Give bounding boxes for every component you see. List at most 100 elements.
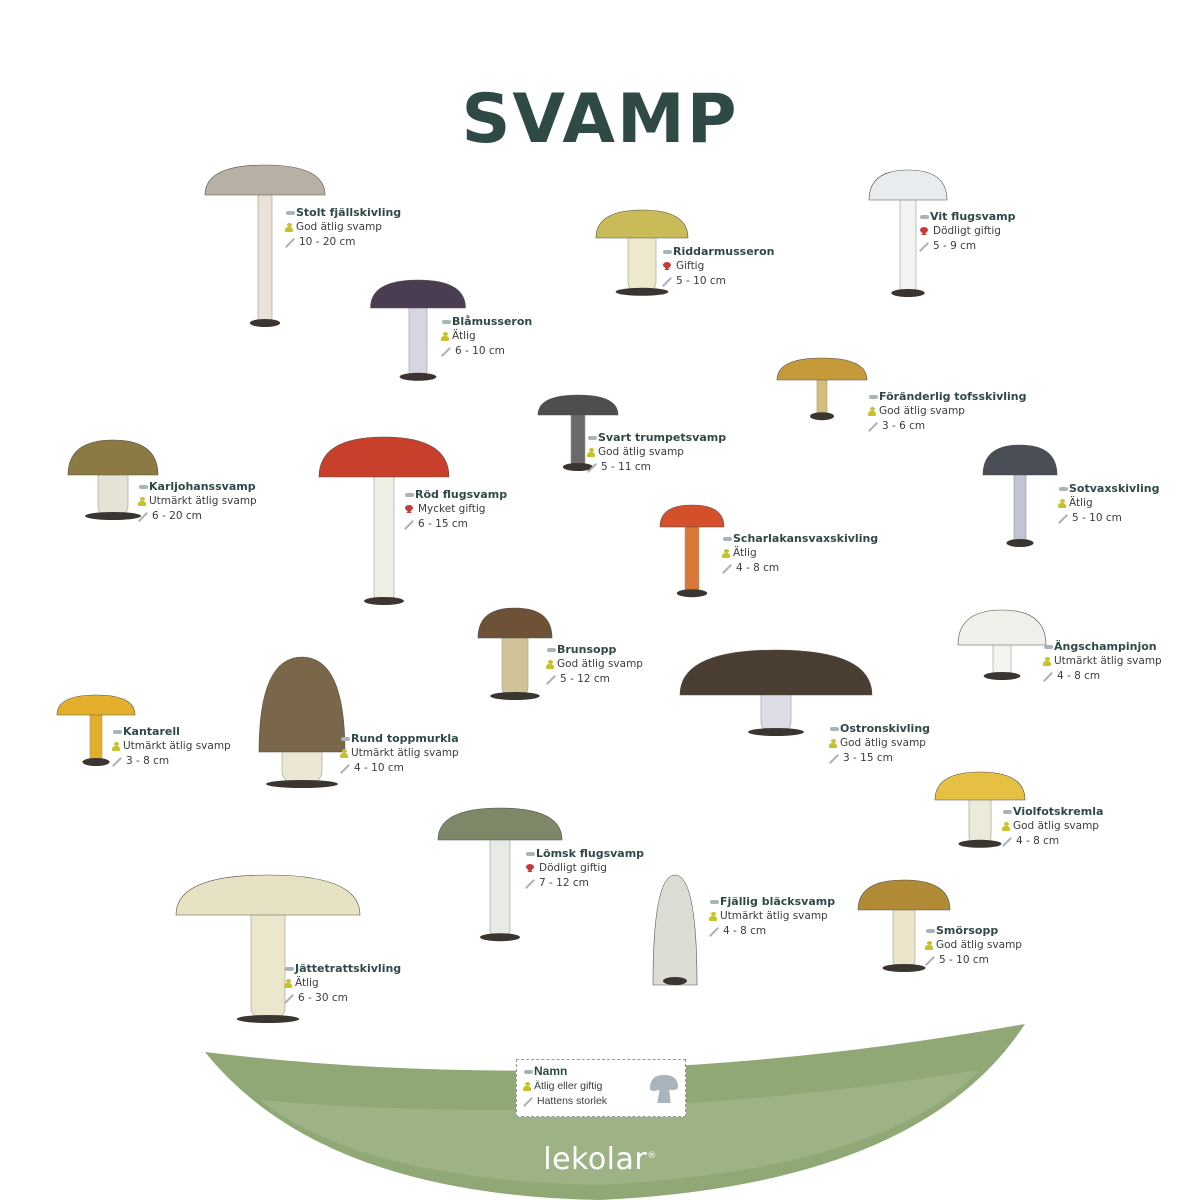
mushroom-cap [659, 504, 725, 528]
ruler-icon [525, 879, 535, 889]
mushroom-soil [562, 463, 594, 471]
species-name: Violfotskremla [1013, 805, 1104, 818]
mushroom-illustration [868, 169, 948, 297]
species-edibility: Dödligt giftig [933, 225, 1001, 237]
species-label: Karljohanssvamp Utmärkt ätlig svamp 6 - … [138, 479, 257, 524]
mushroom-cap [175, 874, 361, 916]
species-edibility: Utmärkt ätlig svamp [123, 740, 231, 752]
edible-icon [523, 1082, 531, 1091]
mushroom-cap [982, 444, 1058, 476]
species-size: 7 - 12 cm [539, 877, 589, 889]
species-name: Lömsk flugsvamp [536, 847, 645, 860]
ruler-icon [709, 927, 719, 937]
legend-edibility: Ätlig eller giftig [534, 1080, 603, 1092]
species-name: Rund toppmurkla [351, 732, 459, 745]
ruler-icon [829, 754, 839, 764]
ruler-icon [112, 757, 122, 767]
mushroom-soil [615, 287, 669, 296]
mushroom-soil [676, 589, 708, 598]
mushroom-illustration [204, 164, 326, 327]
species-size: 4 - 8 cm [736, 562, 780, 574]
species-label: Vit flugsvamp Dödligt giftig 5 - 9 cm [919, 209, 1016, 254]
species-size: 3 - 15 cm [843, 752, 893, 764]
ruler-icon [587, 463, 597, 473]
species-edibility: Utmärkt ätlig svamp [1054, 655, 1162, 667]
name-bar-icon [1059, 486, 1068, 491]
mushroom-soil [364, 597, 404, 605]
species-label: Blåmusseron Ätlig 6 - 10 cm [441, 314, 532, 359]
edible-icon [587, 448, 595, 457]
species-edibility: Ätlig [1069, 497, 1093, 509]
name-bar-icon [663, 249, 672, 254]
mushroom-stem [489, 826, 511, 938]
edible-icon [112, 742, 120, 751]
species-size: 4 - 8 cm [1057, 670, 1101, 682]
ruler-icon [1043, 672, 1053, 682]
mushroom-illustration [595, 209, 689, 296]
species-name: Vit flugsvamp [930, 210, 1016, 223]
legend-name: Namn [534, 1064, 568, 1078]
name-bar-icon [588, 435, 597, 440]
ruler-icon [523, 1097, 533, 1107]
mushroom-illustration [318, 436, 450, 605]
mushroom-soil [85, 512, 141, 520]
mushroom-illustration [437, 807, 563, 942]
name-bar-icon [113, 729, 122, 734]
mushroom-soil [983, 672, 1021, 680]
mushroom-illustration [652, 874, 698, 986]
ruler-icon [868, 422, 878, 432]
species-edibility: Mycket giftig [418, 503, 486, 515]
mushroom-cap [318, 436, 450, 478]
species-edibility: God ätlig svamp [1013, 820, 1099, 832]
name-bar-icon [1044, 644, 1053, 649]
poster-title: SVAMP [461, 80, 739, 159]
species-name: Blåmusseron [452, 315, 533, 328]
mushroom-stem [684, 517, 700, 594]
species-edibility: God ätlig svamp [936, 939, 1022, 951]
mushroom-soil [882, 964, 926, 972]
ruler-icon [662, 277, 672, 287]
mushroom-cap [67, 439, 159, 476]
name-bar-icon [526, 851, 535, 856]
mushroom-soil [236, 1015, 300, 1023]
mushroom-soil [958, 839, 1002, 848]
mushroom-illustration [934, 771, 1026, 848]
edible-icon [1058, 499, 1066, 508]
skull-icon [525, 863, 535, 874]
edible-icon [925, 941, 933, 950]
skull-icon [404, 504, 414, 515]
name-bar-icon [1003, 809, 1012, 814]
mushroom-soil [663, 977, 687, 985]
species-label: Svart trumpetsvamp God ätlig svamp 5 - 1… [587, 430, 726, 475]
mushroom-cap [595, 209, 689, 239]
ruler-icon [138, 512, 148, 522]
mushroom-cap [477, 607, 553, 639]
species-name: Fjällig bläcksvamp [720, 895, 836, 908]
species-name: Kantarell [123, 725, 180, 738]
name-bar-icon [285, 966, 294, 971]
species-size: 6 - 30 cm [298, 992, 348, 1004]
mushroom-illustration [56, 694, 136, 766]
mushroom-illustration [857, 879, 951, 972]
species-size: 4 - 8 cm [723, 925, 767, 937]
species-edibility: Utmärkt ätlig svamp [149, 495, 257, 507]
name-bar-icon [442, 319, 451, 324]
species-size: 4 - 8 cm [1016, 835, 1060, 847]
edible-icon [285, 223, 293, 232]
species-edibility: God ätlig svamp [598, 446, 684, 458]
species-label: Smörsopp God ätlig svamp 5 - 10 cm [925, 923, 1022, 968]
mushroom-stem [408, 296, 428, 378]
mushroom-illustration [982, 444, 1058, 547]
species-label: Sotvaxskivling Ätlig 5 - 10 cm [1058, 481, 1159, 526]
species-name: Föränderlig tofsskivling [879, 390, 1027, 403]
species-label: Violfotskremla God ätlig svamp 4 - 8 cm [1002, 804, 1103, 849]
mushroom-stem [257, 182, 273, 324]
species-edibility: Utmärkt ätlig svamp [351, 747, 459, 759]
species-edibility: God ätlig svamp [557, 658, 643, 670]
legend-size: Hattens storlek [537, 1095, 608, 1107]
name-bar-icon [830, 726, 839, 731]
species-size: 5 - 9 cm [933, 240, 977, 252]
ruler-icon [285, 238, 295, 248]
mushroom-soil [748, 728, 804, 736]
name-bar-icon [926, 928, 935, 933]
